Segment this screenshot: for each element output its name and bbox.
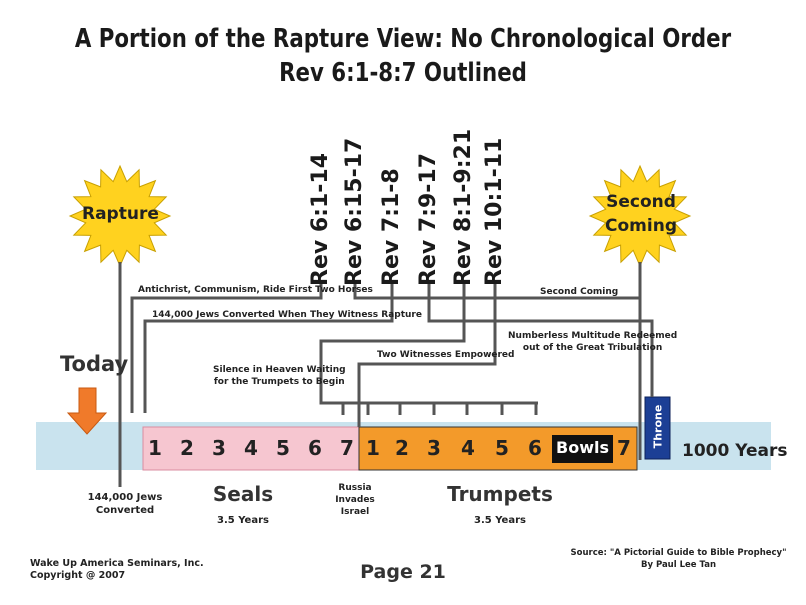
jews-converted-line-1: 144,000 Jews [87,492,163,503]
seal-number-5: 5 [276,436,290,460]
callout-multitude: Numberless Multitude Redeemed out of the… [508,330,677,354]
bowls-label: Bowls [556,438,609,457]
rapture-label: Rapture [82,204,159,224]
rev-ref-2: Rev 6:15-17 [342,137,367,286]
seal-number-1: 1 [148,436,162,460]
jews-converted-line-2: Converted [95,505,155,516]
russia-line-2: Invades [335,495,375,505]
trumpets-label: Trumpets [447,482,553,506]
trumpets-years: 3.5 Years [474,515,526,526]
trumpet-number-4: 4 [461,436,475,460]
trumpet-number-1: 1 [366,436,380,460]
rev-ref-6: Rev 10:1-11 [482,137,507,286]
trumpet-number-5: 5 [495,436,509,460]
rev-ref-4: Rev 7:9-17 [416,152,441,286]
callout-multitude-line-2: out of the Great Tribulation [522,343,663,353]
seal-number-7: 7 [340,436,354,460]
title-line-1: A Portion of the Rapture View: No Chrono… [74,24,732,54]
throne-box [644,396,671,460]
callout-antichrist: Antichrist, Communism, Ride First Two Ho… [138,285,373,295]
today-label: Today [60,352,129,376]
trumpet-ticks [341,403,538,415]
callout-second-coming: Second Coming [540,287,619,297]
bowls-number: 7 [617,436,631,460]
rev-ref-5: Rev 8:1-9:21 [451,128,476,286]
trumpet-number-3: 3 [427,436,441,460]
seals-label: Seals [212,482,274,506]
seal-number-4: 4 [244,436,258,460]
seal-number-3: 3 [212,436,226,460]
second-coming-line-2: Coming [605,216,677,236]
publisher-line-2: Copyright @ 2007 [30,570,126,581]
callout-jews-converted-rapture: 144,000 Jews Converted When They Witness… [152,310,422,320]
source-line-2: By Paul Lee Tan [640,560,717,570]
russia-line-1: Russia [338,483,372,493]
connector-lines [118,262,654,487]
jews-converted-label: 144,000 Jews Converted [84,491,166,517]
title-line-2: Rev 6:1-8:7 Outlined [279,58,527,88]
callout-silence-line-2: for the Trumpets to Begin [213,377,345,387]
trumpet-number-6: 6 [528,436,542,460]
callout-multitude-line-1: Numberless Multitude Redeemed [508,331,678,341]
thousand-years-label: 1000 Years [682,441,788,461]
russia-line-3: Israel [340,507,370,517]
rev-ref-3: Rev 7:1-8 [379,168,404,286]
source-line-1: Source: "A Pictorial Guide to Bible Prop… [570,548,787,558]
publisher: Wake Up America Seminars, Inc. Copyright… [30,558,204,582]
throne-label: Throne [651,404,665,449]
seal-number-6: 6 [308,436,322,460]
publisher-line-1: Wake Up America Seminars, Inc. [30,558,204,569]
seal-number-2: 2 [180,436,194,460]
second-coming-label: Second Coming [600,190,682,238]
russia-invades-label: Russia Invades Israel [330,482,380,518]
trumpet-number-2: 2 [395,436,409,460]
second-coming-line-1: Second [606,192,676,212]
source: Source: "A Pictorial Guide to Bible Prop… [566,547,791,571]
rev-ref-1: Rev 6:1-14 [308,152,333,286]
callout-two-witnesses: Two Witnesses Empowered [377,350,515,360]
today-arrow-icon [66,387,108,435]
callout-silence-line-1: Silence in Heaven Waiting [213,365,346,375]
callout-silence: Silence in Heaven Waiting for the Trumpe… [213,364,346,388]
seals-years: 3.5 Years [217,515,269,526]
bowls-box [552,435,613,463]
page-number: Page 21 [360,561,446,583]
